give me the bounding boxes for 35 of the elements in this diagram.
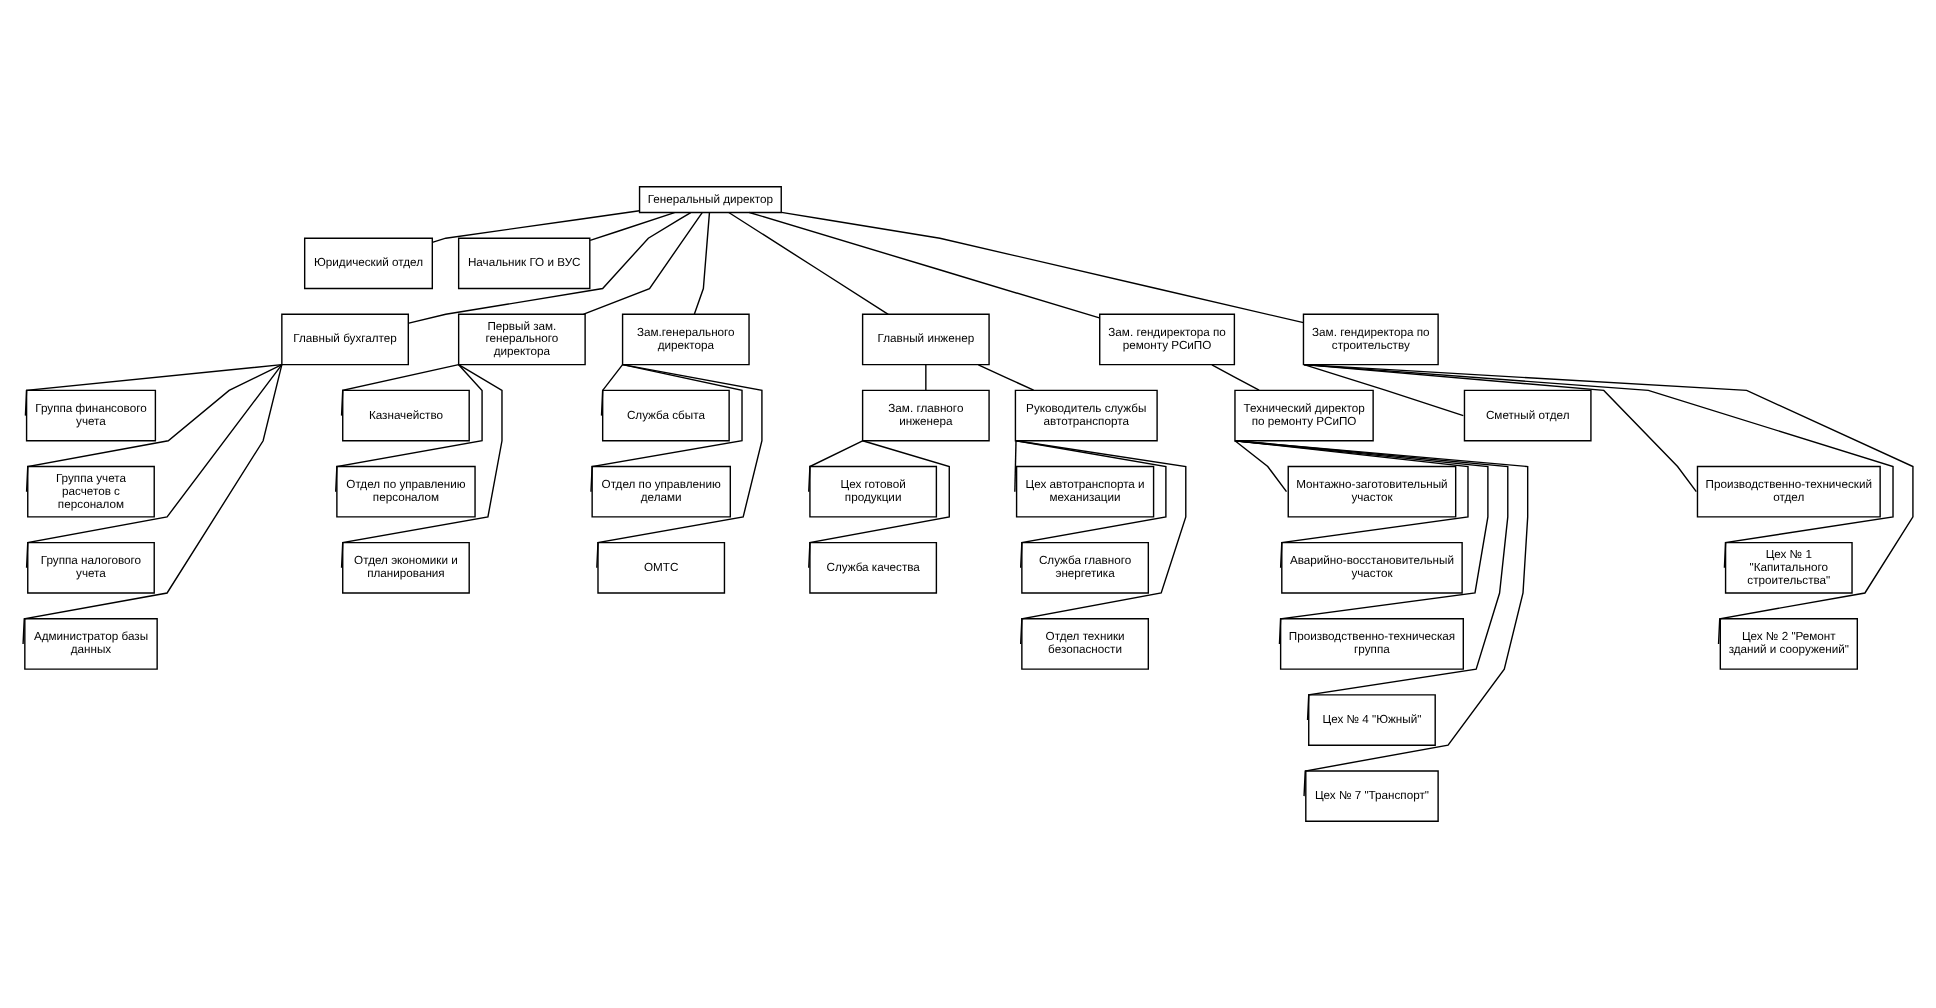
connector — [589, 211, 676, 242]
connector — [1234, 440, 1529, 797]
connector — [728, 211, 889, 315]
connector — [1015, 440, 1167, 569]
connector — [1303, 363, 1464, 417]
connector — [431, 210, 641, 244]
connector — [1015, 440, 1187, 645]
connector — [808, 440, 864, 493]
connector — [340, 363, 503, 569]
connector — [1234, 440, 1509, 721]
connector — [582, 211, 703, 315]
connector — [1234, 440, 1469, 569]
connector — [693, 211, 711, 315]
connector — [1211, 364, 1260, 391]
connector — [596, 363, 763, 569]
connector — [1303, 363, 1894, 569]
connector — [1014, 440, 1017, 493]
connector — [25, 363, 283, 569]
connector — [600, 363, 624, 417]
connector — [808, 440, 950, 569]
connector — [22, 363, 283, 645]
connector — [748, 211, 1101, 319]
connector — [1303, 363, 1914, 645]
connector — [25, 363, 283, 493]
connector — [780, 211, 1305, 324]
connector — [335, 363, 483, 493]
connector — [1234, 440, 1489, 645]
connector — [1234, 440, 1288, 493]
connector — [24, 363, 283, 417]
connector — [340, 363, 460, 417]
connector — [1303, 363, 1697, 493]
connector — [408, 211, 692, 324]
connector — [925, 364, 927, 391]
connector — [977, 364, 1035, 391]
connector — [590, 363, 743, 493]
